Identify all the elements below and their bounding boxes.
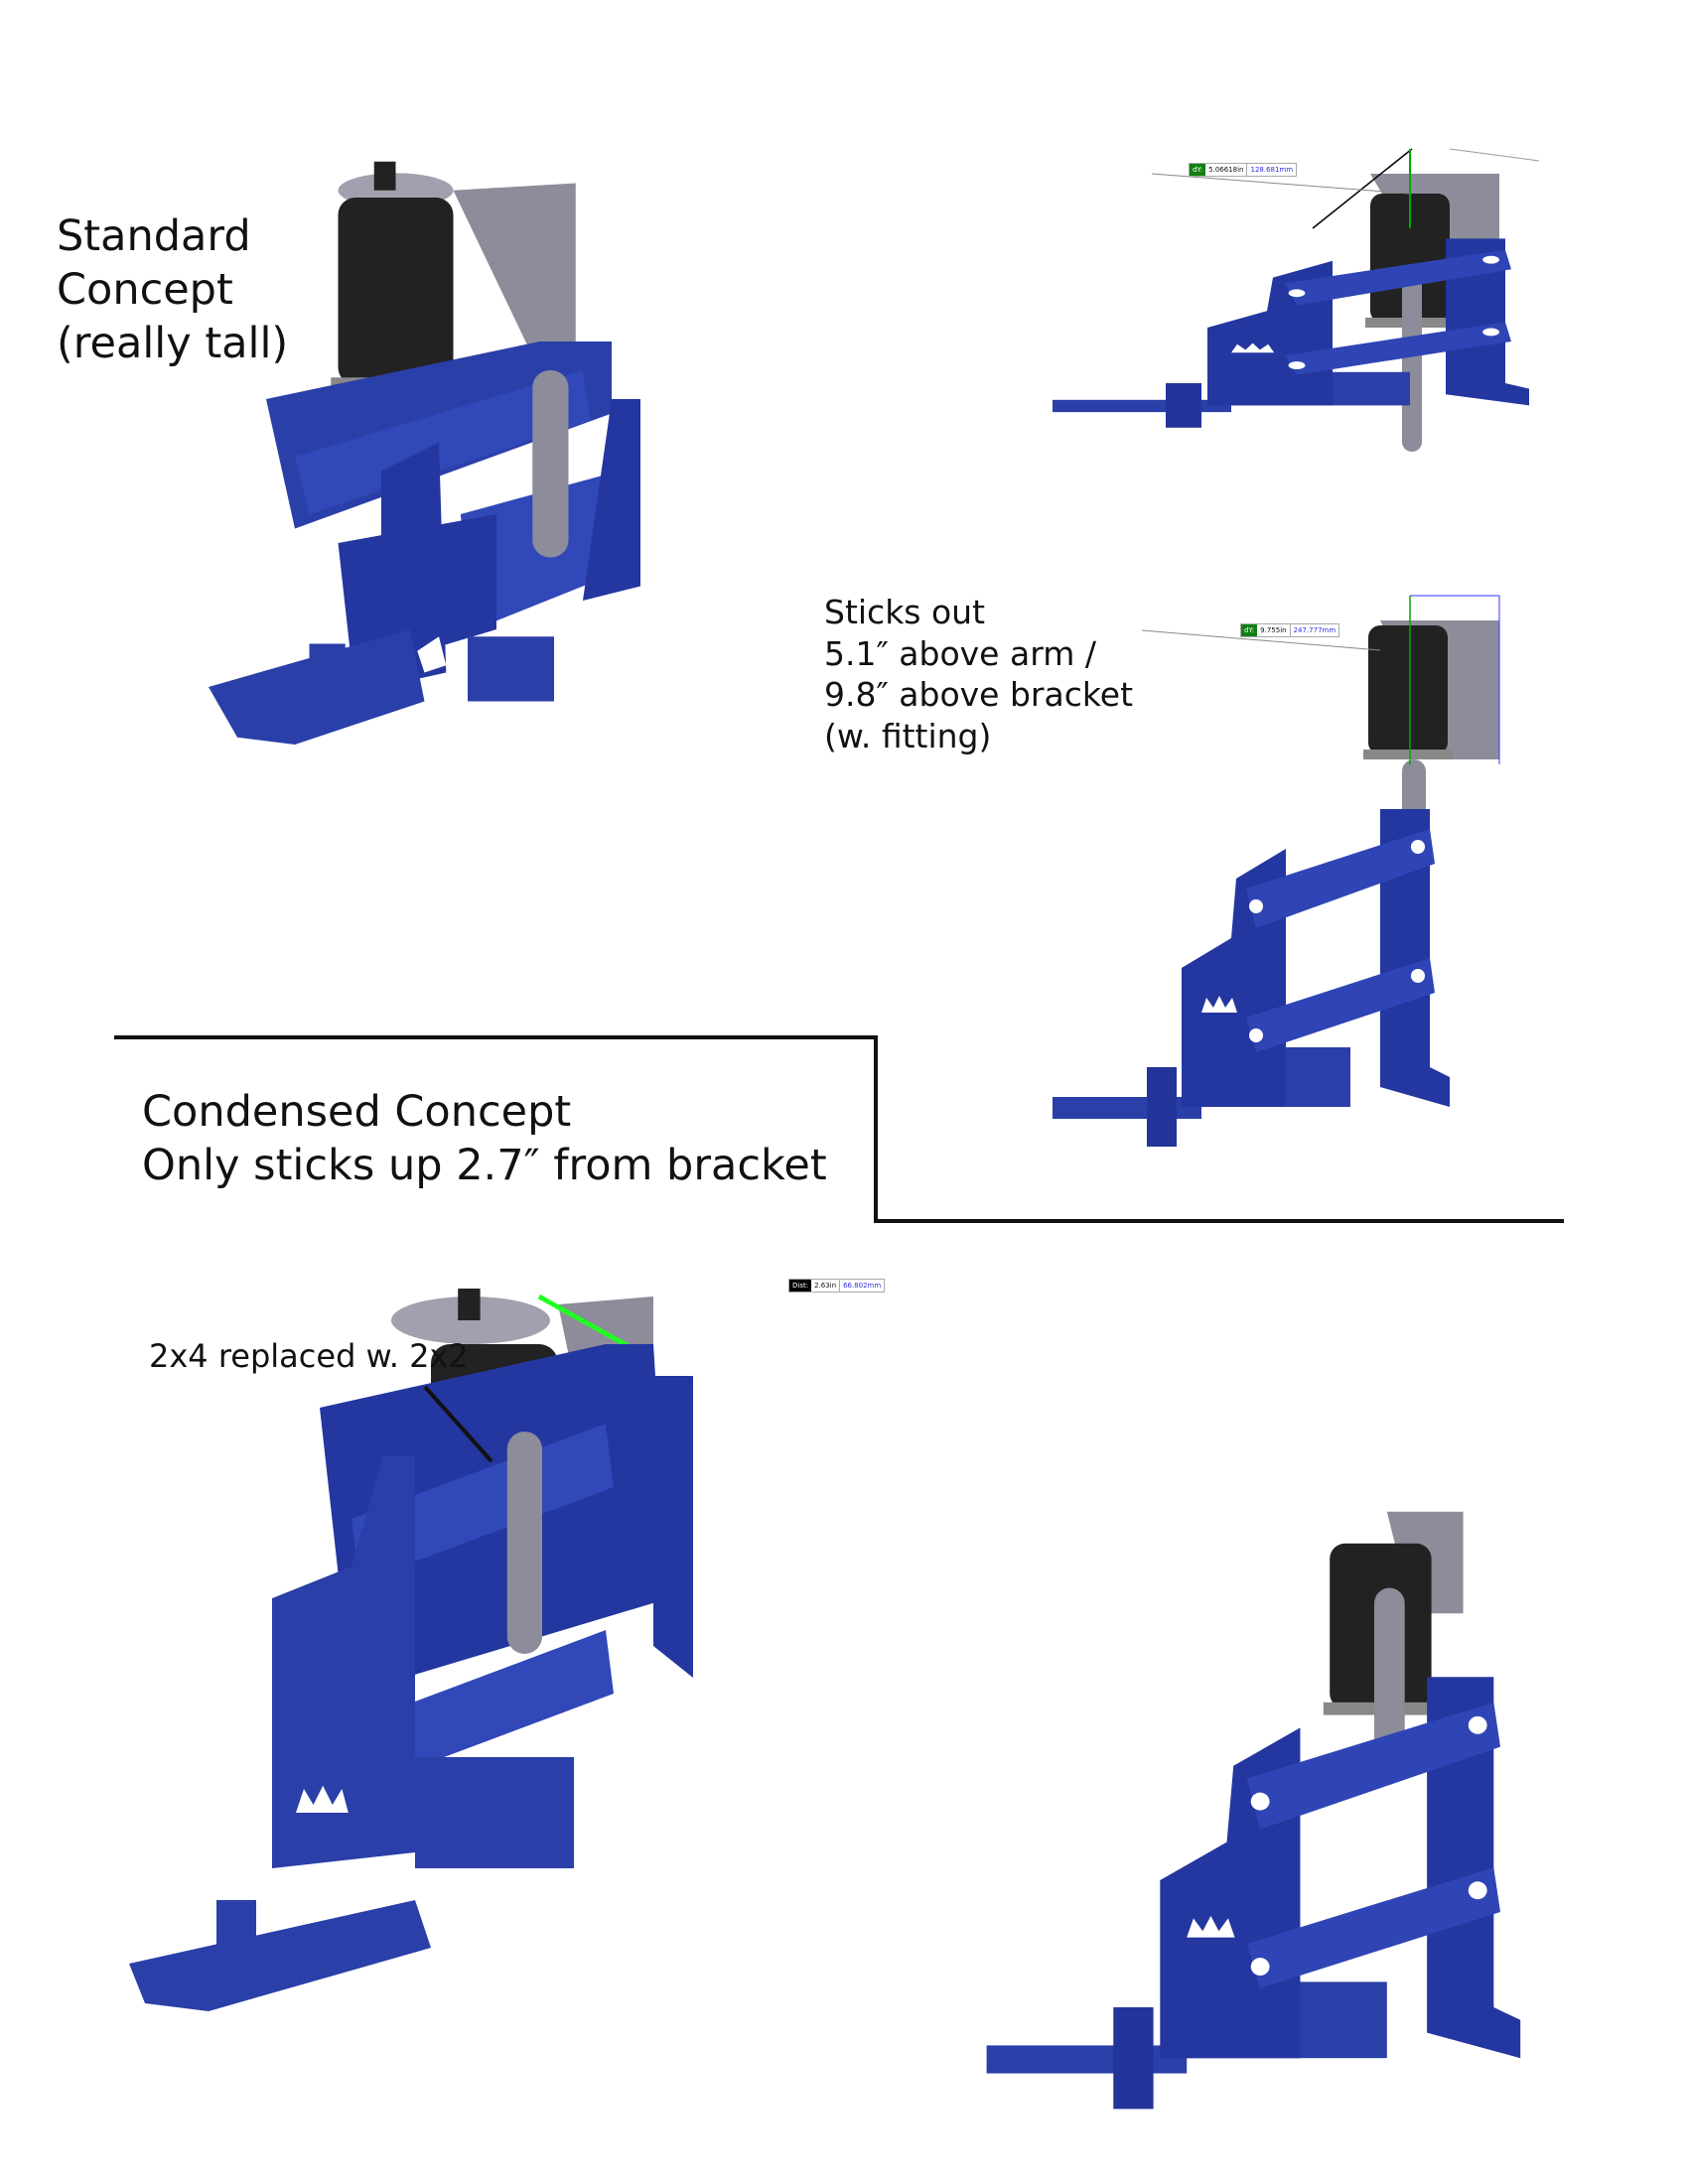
condensed-concept-side-view xyxy=(986,1511,1521,2110)
dim-inches: 9.755in xyxy=(1260,626,1287,634)
condensed-concept-label: Condensed Concept Only sticks up 2.7″ fr… xyxy=(142,1087,827,1190)
dim-key: Dist: xyxy=(789,1280,812,1292)
dimension-readout: Dist: 2.63in 66.802mm xyxy=(788,1279,886,1293)
standard-concept-label: Standard Concept (really tall) xyxy=(57,211,289,368)
dimension-readout: dY: 5.06618in 128.681mm xyxy=(1189,163,1298,177)
dim-mm: 128.681mm xyxy=(1246,164,1296,176)
standard-concept-side-view xyxy=(1053,148,1540,452)
dim-mm: 66.802mm xyxy=(839,1280,884,1292)
standard-concept-render xyxy=(209,161,640,745)
dim-key: dY: xyxy=(1190,164,1206,176)
dimension-readout: dY: 9.755in 247.777mm xyxy=(1240,623,1340,637)
condensed-concept-render xyxy=(129,1289,693,2011)
section-divider xyxy=(114,1035,1564,1223)
dim-mm: 247.777mm xyxy=(1289,624,1339,636)
replaced-note: 2x4 replaced w. 2x2 xyxy=(149,1337,469,1375)
pointer-line xyxy=(423,1385,493,1463)
sticks-out-note: Sticks out 5.1″ above arm / 9.8″ above b… xyxy=(824,593,1134,755)
dim-inches: 2.63in xyxy=(814,1282,837,1290)
dim-key: dY: xyxy=(1241,624,1258,636)
dim-inches: 5.06618in xyxy=(1208,166,1244,174)
standard-concept-side-view-2 xyxy=(1053,595,1500,1147)
